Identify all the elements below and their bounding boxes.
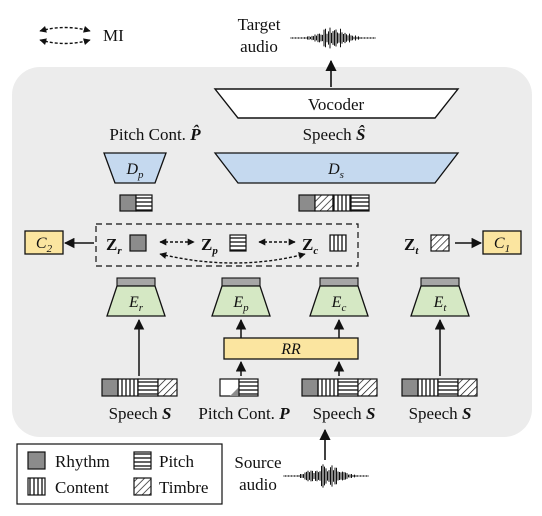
timbre-code-icon — [357, 378, 378, 397]
rr-label: RR — [280, 341, 301, 358]
rhythm-code-icon — [101, 378, 119, 397]
content-code-icon — [332, 194, 352, 212]
zt-label: Zt — [404, 235, 419, 257]
encoder-body — [410, 285, 470, 317]
classifier-c1-block — [482, 230, 522, 255]
classifier-c2-label: C2 — [36, 235, 53, 255]
timbre-code-icon — [457, 378, 478, 397]
classifier-c1-label: C1 — [494, 235, 510, 255]
pitch-code-icon — [437, 378, 459, 397]
classifier-c2-block — [24, 230, 64, 255]
legend-timbre-label: Timbre — [159, 478, 208, 497]
legend-box — [16, 443, 223, 505]
rhythm-code-icon — [298, 194, 316, 212]
legend-content-icon — [27, 477, 46, 496]
legend-pitch-label: Pitch — [159, 452, 194, 471]
content-code-icon — [329, 234, 347, 252]
encoder-ec: Ec — [309, 277, 369, 317]
encoder-cap — [420, 277, 460, 287]
legend-rhythm-label: Rhythm — [55, 452, 110, 471]
speech-decoder-block — [213, 152, 460, 184]
encoder-ep: Ep — [211, 277, 271, 317]
encoder-body — [309, 285, 369, 317]
rhythm-corner-icon — [230, 387, 239, 396]
encoder-er-label: Er — [128, 294, 144, 314]
rr-block — [223, 337, 359, 360]
mi-arrow-upper-icon — [39, 25, 91, 33]
latent-group-box — [95, 223, 359, 267]
encoder-body — [211, 285, 271, 317]
timbre-code-icon — [430, 234, 450, 252]
vocoder-block — [213, 88, 460, 119]
zp-label: Zp — [201, 235, 218, 257]
mi-legend: MI — [39, 25, 124, 46]
encoder-cap — [116, 277, 156, 287]
encoder-er: Er — [106, 277, 166, 317]
content-code-icon — [417, 378, 439, 397]
pitch-code-icon — [229, 234, 247, 252]
encoder-body — [106, 285, 166, 317]
pitch-code-icon — [238, 378, 259, 397]
pitch-input-label: Pitch Cont. P — [198, 404, 290, 423]
source-waveform-icon — [283, 464, 369, 488]
legend-pitch-icon — [133, 451, 152, 470]
mi-label: MI — [103, 26, 124, 45]
encoder-ec-label: Ec — [331, 294, 347, 314]
pitch-decoder-block — [103, 152, 167, 184]
encoder-ep-label: Ep — [232, 294, 249, 314]
legend-timbre-icon — [133, 477, 152, 496]
zr-label: Zr — [106, 235, 122, 257]
legend-content-label: Content — [55, 478, 109, 497]
speech-input-2-codes — [301, 378, 378, 397]
pitch-code-icon — [350, 194, 370, 212]
rhythm-code-icon — [301, 378, 319, 397]
target-label-line1: Target — [238, 15, 281, 34]
pitch-decoder-input-codes — [119, 194, 153, 212]
encoder-cap — [319, 277, 359, 287]
rhythm-code-icon — [129, 234, 147, 252]
pitch-output-label: Pitch Cont. P̂ — [109, 125, 201, 144]
speech-input-3-codes — [401, 378, 478, 397]
speech-decoder-input-codes — [298, 194, 370, 212]
timbre-code-icon — [314, 194, 334, 212]
speech-input-1-codes — [101, 378, 178, 397]
speech-input-2-label: Speech S — [313, 404, 376, 423]
code-legend: Rhythm Pitch Content Timbre — [16, 443, 223, 505]
speech-input-1-label: Speech S — [109, 404, 172, 423]
source-label-line1: Source — [234, 453, 281, 472]
pitch-code-icon — [135, 194, 153, 212]
pitch-decoder-label: Dp — [125, 161, 144, 181]
encoder-cap — [221, 277, 261, 287]
rhythm-code-icon — [119, 194, 137, 212]
legend-rhythm-icon — [27, 451, 46, 470]
encoder-et: Et — [410, 277, 470, 317]
zc-label: Zc — [302, 235, 318, 257]
pitch-code-icon — [137, 378, 159, 397]
content-code-icon — [317, 378, 339, 397]
mi-arrow-zr-zc — [159, 252, 306, 264]
speech-input-3-label: Speech S — [409, 404, 472, 423]
speech-output-label: Speech Ŝ — [303, 125, 366, 144]
pitch-code-icon — [337, 378, 359, 397]
encoder-et-label: Et — [433, 294, 448, 314]
mi-arrow-lower-icon — [39, 38, 91, 46]
content-code-icon — [117, 378, 139, 397]
vocoder-label: Vocoder — [308, 95, 365, 114]
target-waveform-icon — [290, 27, 376, 49]
pitch-input-codes — [219, 378, 259, 397]
speech-decoder-label: Ds — [327, 161, 344, 181]
timbre-code-icon — [157, 378, 178, 397]
rhythm-code-icon — [401, 378, 419, 397]
target-label-line2: audio — [240, 37, 278, 56]
source-label-line2: audio — [239, 475, 277, 494]
